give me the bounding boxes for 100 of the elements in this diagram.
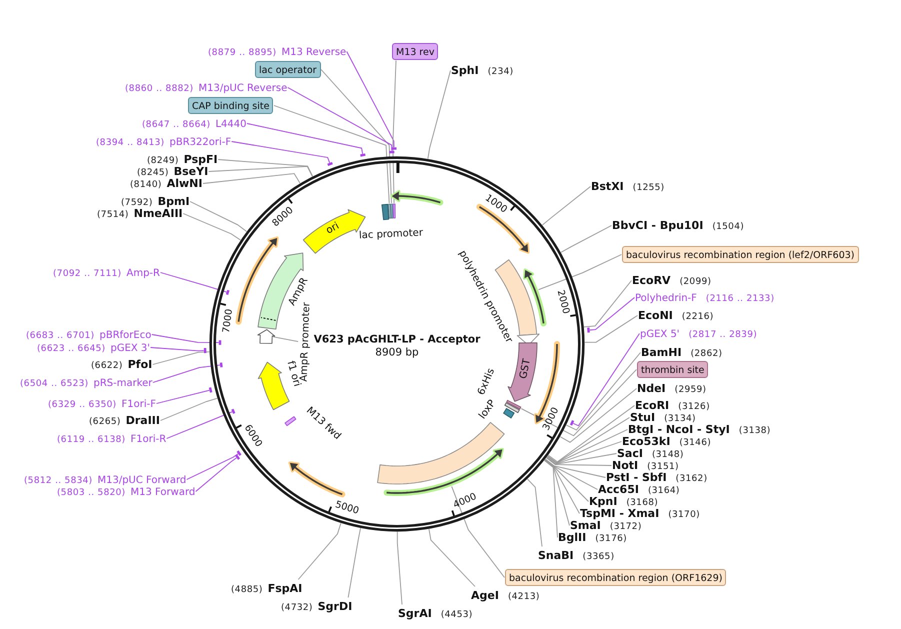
- leader-line: [166, 411, 233, 439]
- leader-line: [298, 522, 342, 580]
- feature-arc: [387, 150, 396, 154]
- leader-line: [156, 390, 210, 404]
- leader-line: [542, 186, 591, 226]
- tick-label: 3000: [540, 406, 561, 432]
- map-title: V623 pAcGHLT-LP - Acceptor: [314, 334, 480, 346]
- leader-line: [427, 70, 451, 160]
- leader-line: [544, 460, 558, 538]
- primer-label: (8860 .. 8882) M13/pUC Reverse: [125, 79, 288, 96]
- leader-line: [428, 528, 476, 587]
- primer-label: Polyhedrin-F (2116 .. 2133): [635, 289, 774, 306]
- feature-mark: [505, 398, 523, 411]
- leader-line: [160, 272, 227, 292]
- leader-line: [190, 201, 248, 232]
- leader-line: [538, 254, 622, 290]
- feature-arc: [586, 325, 591, 335]
- leader-line: [566, 352, 641, 431]
- restriction-site-label: SphI (234): [451, 62, 514, 79]
- feature-mark: [391, 202, 397, 220]
- leader-line: [208, 166, 313, 177]
- feature-arc: [326, 161, 335, 167]
- leader-line: [548, 405, 635, 462]
- leader-line: [451, 486, 505, 578]
- leader-line: [572, 333, 640, 426]
- primer-label: (8647 .. 8664) L4440: [142, 115, 247, 132]
- leader-line: [202, 173, 300, 184]
- leader-line: [584, 315, 638, 343]
- restriction-site-label: (8140) AlwNI: [130, 175, 202, 192]
- leader-line: [547, 417, 630, 464]
- leader-line: [231, 141, 330, 164]
- feature-arc: [358, 153, 367, 158]
- leader-line: [546, 441, 622, 465]
- feature-arc: [203, 346, 207, 355]
- leader-line: [274, 105, 390, 204]
- leader-line: [544, 458, 606, 478]
- restriction-site-label: BamHI (2862): [641, 344, 722, 361]
- feature-name: lac promoter: [359, 228, 424, 243]
- leader-line: [218, 159, 314, 177]
- restriction-site-label: EcoNI (2216): [638, 307, 714, 324]
- leader-line: [527, 478, 542, 547]
- leader-line: [346, 51, 394, 148]
- tick-label: 2000: [554, 288, 571, 315]
- feature-band: [376, 420, 506, 486]
- feature-arc: [208, 385, 213, 394]
- leader-line: [544, 458, 598, 490]
- feature-arc: [219, 361, 224, 369]
- primer-label: pGEX 5' (2817 .. 2839): [640, 325, 758, 342]
- restriction-site-label: (4885) FspAI: [231, 580, 302, 597]
- feature-arc: [230, 407, 236, 416]
- feature-label: baculovirus recombination region (ORF1629): [505, 569, 726, 586]
- tick-label: 7000: [220, 308, 235, 334]
- primer-label: (6329 .. 6350) F1ori-F: [48, 395, 156, 412]
- leader-line: [392, 60, 396, 204]
- feature-label: thrombin site: [637, 361, 708, 378]
- leader-line: [546, 457, 612, 466]
- primer-label: (6504 .. 6523) pRS-marker: [20, 374, 152, 391]
- leader-line: [182, 213, 242, 241]
- tick-label: 4000: [452, 490, 479, 511]
- leader-line: [287, 87, 392, 152]
- leader-line: [546, 453, 617, 465]
- primer-label: (6119 .. 6138) F1ori-R: [57, 430, 166, 447]
- feature-name: ori: [324, 221, 342, 238]
- restriction-site-label: (6265) DraIII: [89, 412, 160, 429]
- feature-label: CAP binding site: [188, 97, 274, 114]
- feature-arc: [218, 338, 222, 347]
- leader-line: [348, 528, 361, 598]
- feature-arc: [569, 418, 575, 427]
- leader-line: [186, 453, 238, 480]
- leader-line: [544, 460, 570, 526]
- primer-label: (7092 .. 7111) Amp-R: [53, 264, 160, 281]
- feature-name: 6xHis: [476, 367, 498, 398]
- leader-line: [160, 398, 218, 421]
- leader-line: [272, 336, 299, 342]
- restriction-site-label: AgeI (4213): [471, 587, 540, 604]
- leader-line: [195, 457, 237, 492]
- leader-line: [589, 297, 635, 330]
- restriction-site-label: BbvCI - Bpu10I (1504): [612, 217, 744, 234]
- leader-line: [560, 388, 637, 443]
- restriction-site-label: BstXI (1255): [591, 178, 664, 195]
- promoter-mark: [256, 328, 277, 345]
- restriction-site-label: (6622) PfoI: [91, 356, 152, 373]
- leader-line: [246, 123, 364, 154]
- feature-arc: [234, 453, 241, 461]
- restriction-site-label: EcoRV (2099): [632, 272, 712, 289]
- leader-line: [546, 429, 628, 464]
- primer-label: (8879 .. 8895) M13 Reverse: [208, 43, 346, 60]
- feature-label: baculovirus recombination region (lef2/ORF603): [622, 246, 858, 263]
- restriction-site-label: (4732) SgrDI: [281, 598, 352, 615]
- feature-mark: [386, 202, 393, 220]
- feature-arc: [389, 146, 399, 151]
- restriction-site-label: (7592) BpmI: [121, 193, 190, 210]
- leader-line: [152, 364, 220, 383]
- leader-line: [544, 459, 589, 502]
- tick-label: 5000: [334, 498, 361, 516]
- leader-line: [560, 225, 612, 253]
- primer-label: (8394 .. 8413) pBR322ori-F: [96, 133, 232, 150]
- sequence-length: 8909 bp: [375, 346, 419, 360]
- leader-line: [520, 369, 637, 436]
- restriction-site-label: BglII (3176): [558, 529, 627, 546]
